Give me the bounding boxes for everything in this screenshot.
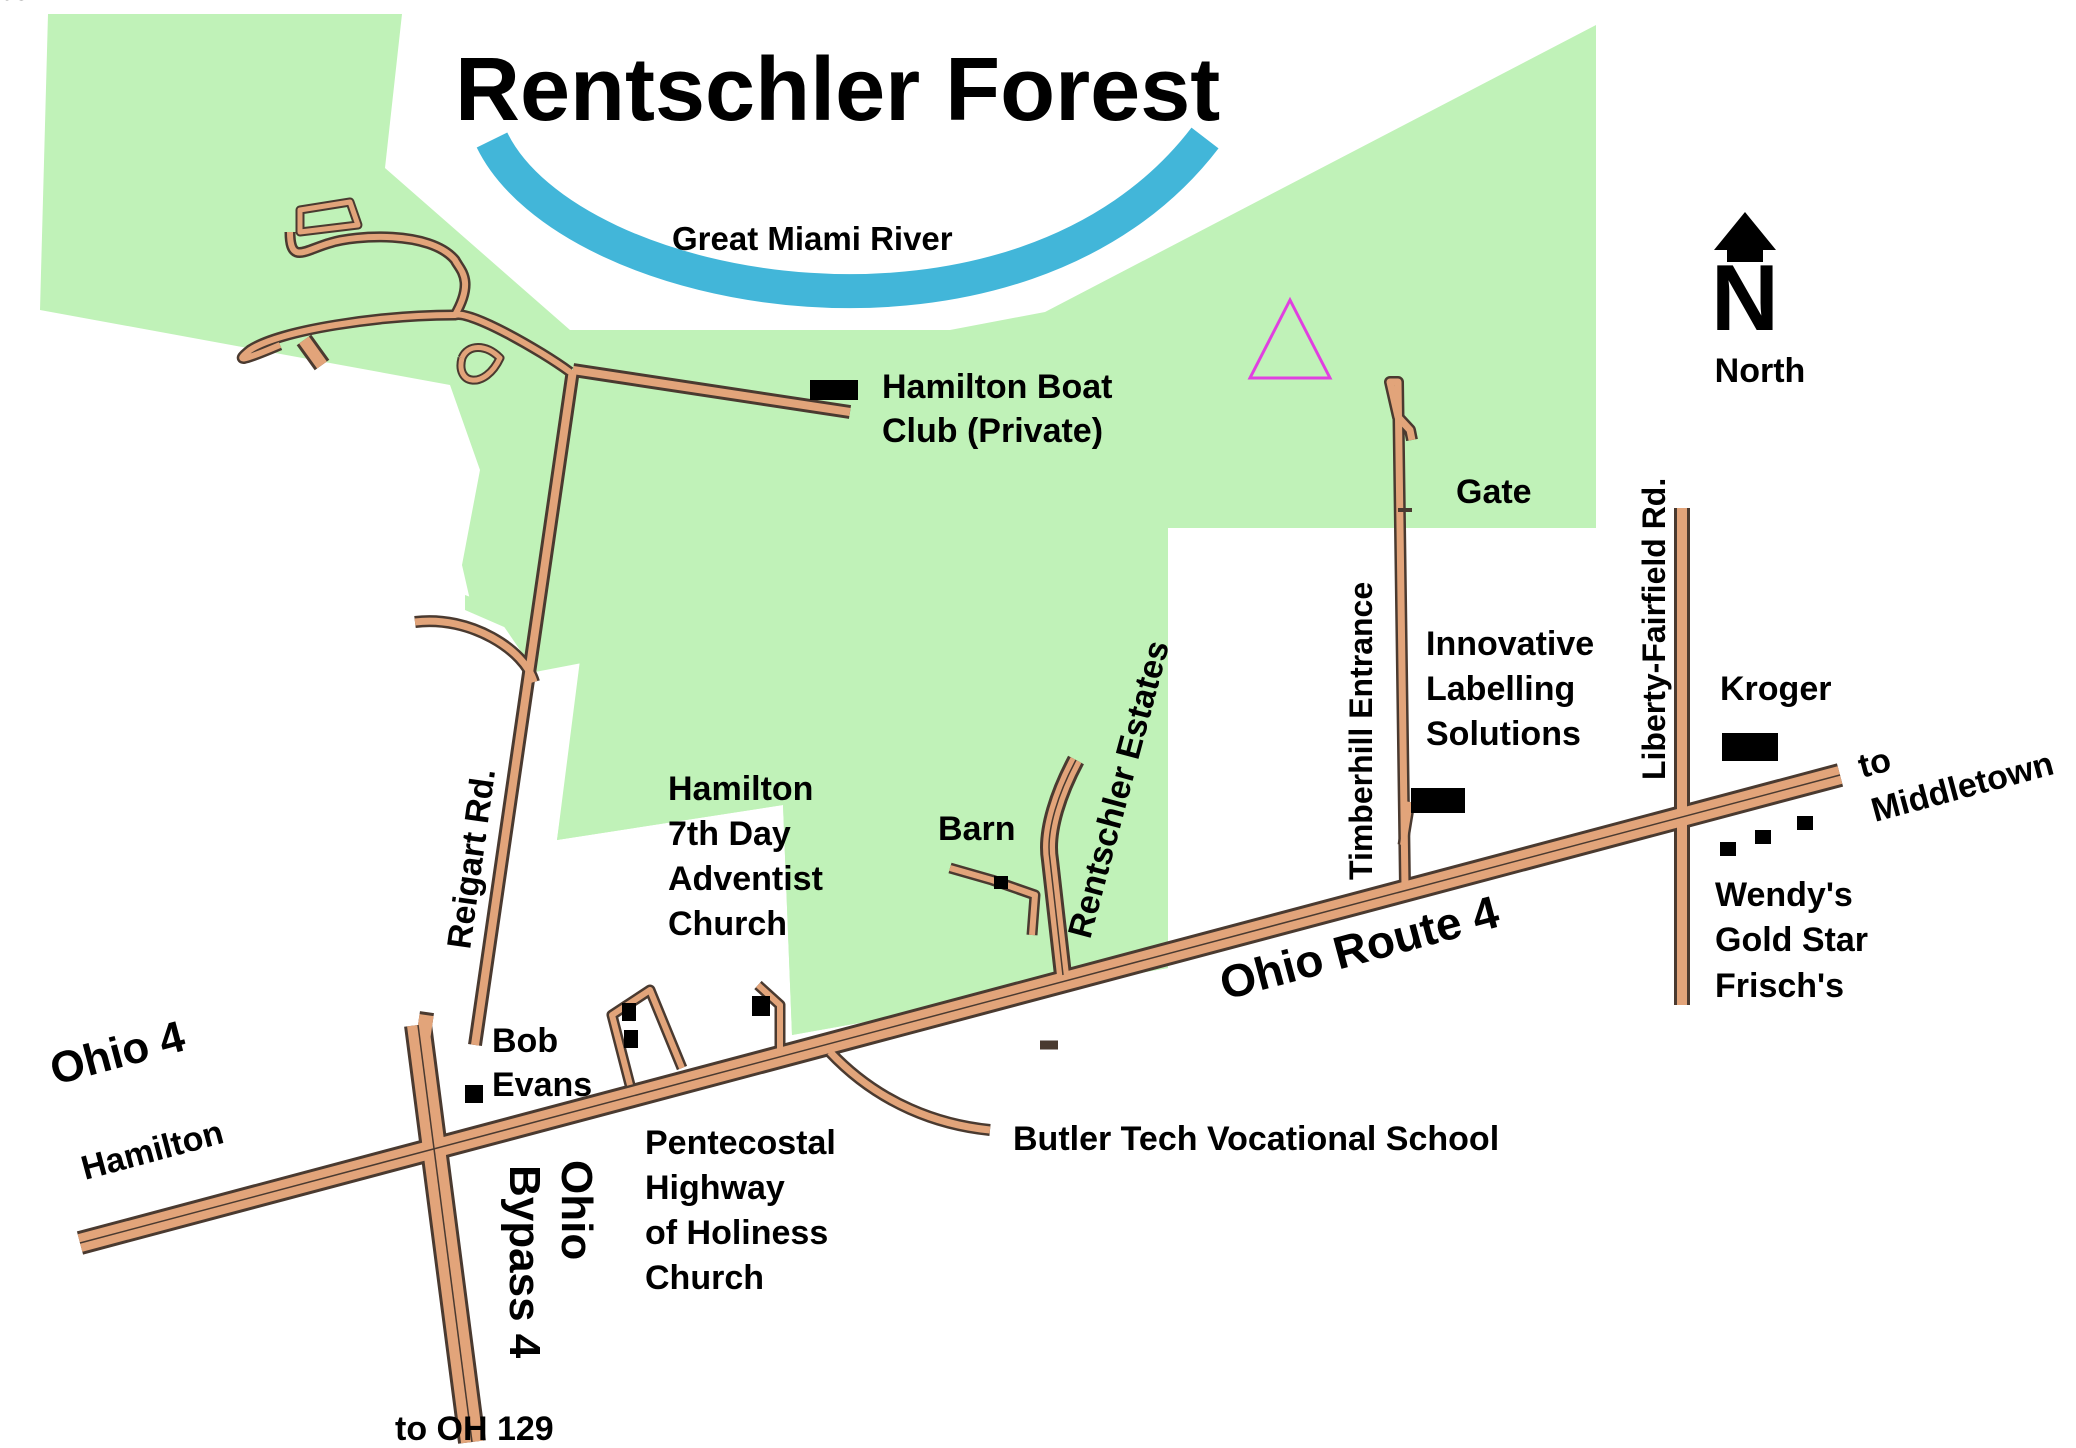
pentecostal-building-1 (622, 1003, 636, 1021)
river-label: Great Miami River (672, 220, 953, 257)
innovative-building (1411, 788, 1465, 813)
gold-star-building (1755, 830, 1771, 844)
pentecostal-building-2 (624, 1030, 638, 1048)
label-butler-tech: Butler Tech Vocational School (1013, 1120, 1499, 1158)
label-adventist-church: Hamilton 7th Day Adventist Church (668, 770, 832, 943)
kroger-building (1722, 733, 1778, 761)
label-bypass-4: Bypass 4 (500, 1165, 549, 1359)
label-gate: Gate (1456, 473, 1532, 511)
label-bob-evans: Bob Evans (492, 1022, 592, 1104)
great-miami-river (476, 127, 1219, 309)
label-to-middletown-2: Middletown (1867, 745, 2057, 830)
label-innovative-labelling: Innovative Labelling Solutions (1426, 625, 1604, 753)
wendys-building (1720, 842, 1736, 856)
label-ohio-4-west: Ohio 4 (45, 1012, 190, 1095)
road-network (76, 197, 1844, 1444)
label-bypass-ohio: Ohio (552, 1160, 601, 1260)
forest-area (40, 14, 1596, 1035)
label-barn: Barn (938, 810, 1015, 848)
label-pentecostal-church: Pentecostal Highway of Holiness Church (645, 1124, 845, 1297)
label-to-hamilton-2: Hamilton (77, 1113, 227, 1187)
frischs-building (1797, 816, 1813, 830)
label-timberhill-entrance: Timberhill Entrance (1343, 582, 1379, 880)
label-to-hamilton: to (0, 0, 32, 8)
label-to-oh-129: to OH 129 (395, 1410, 554, 1448)
label-restaurants: Wendy's Gold Star Frisch's (1715, 876, 1877, 1005)
label-kroger: Kroger (1720, 670, 1831, 708)
label-to-middletown: to (1854, 741, 1895, 786)
map-title: Rentschler Forest (455, 40, 1220, 140)
bob-evans-building (465, 1085, 483, 1103)
buildings (465, 380, 1813, 1103)
adventist-building (752, 996, 770, 1016)
north-label: North (1715, 352, 1806, 390)
boat-club-building (810, 380, 858, 400)
trailhead-marker (1247, 296, 1333, 380)
label-boat-club: Hamilton Boat Club (Private) (882, 368, 1122, 450)
svg-text:N: N (1711, 245, 1779, 350)
barn-building (994, 876, 1008, 889)
north-arrow-icon: N North (1711, 212, 1805, 390)
label-liberty-fairfield-rd: Liberty-Fairfield Rd. (1636, 478, 1672, 780)
